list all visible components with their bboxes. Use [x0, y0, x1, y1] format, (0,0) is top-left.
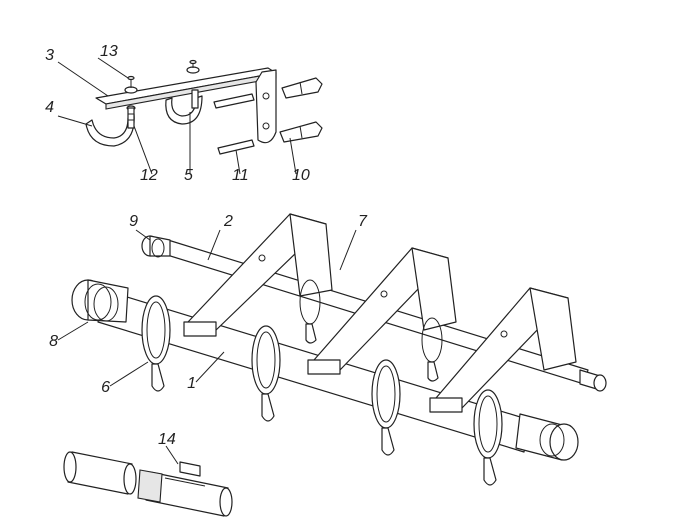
label-5: 5 — [184, 167, 193, 184]
wall-plug-10 — [279, 77, 323, 143]
callout-labels: 3 13 4 12 5 11 10 9 2 7 8 6 1 14 — [45, 43, 368, 448]
label-4: 4 — [45, 99, 54, 116]
curtain-ring-6-c — [371, 359, 401, 456]
label-14: 14 — [158, 431, 176, 448]
screw-12 — [126, 105, 136, 129]
bracket-exploded-view — [85, 59, 323, 155]
label-13: 13 — [100, 43, 118, 60]
screw-13 — [124, 59, 200, 94]
hook-holder-5 — [165, 95, 203, 125]
curtain-ring-6 — [141, 295, 171, 392]
wall-bracket-7-b — [307, 247, 457, 375]
curtain-ring-6-b — [251, 325, 281, 422]
bracket-plate — [255, 69, 277, 144]
hook-holder-4 — [85, 113, 135, 147]
label-9: 9 — [129, 213, 138, 230]
wall-bracket-7 — [183, 213, 333, 337]
wall-bracket-7-c — [429, 287, 577, 413]
screw-11 — [213, 93, 255, 155]
front-finial-right — [515, 413, 579, 461]
back-ring — [299, 279, 443, 382]
back-rod-end-cap-9 — [141, 235, 171, 258]
label-12: 12 — [140, 167, 158, 184]
curtain-ring-6-d — [473, 389, 503, 486]
back-rod-right-end — [579, 369, 607, 392]
leader-lines — [57, 57, 357, 465]
label-6: 6 — [101, 379, 110, 396]
label-3: 3 — [45, 47, 54, 64]
label-8: 8 — [49, 333, 58, 350]
label-1: 1 — [187, 375, 196, 392]
label-2: 2 — [223, 213, 233, 230]
rod-assembly — [71, 213, 607, 486]
front-finial-8 — [71, 279, 129, 323]
rod-connector-14 — [63, 451, 233, 517]
label-10: 10 — [292, 167, 310, 184]
label-7: 7 — [358, 213, 368, 230]
label-11: 11 — [232, 167, 249, 184]
